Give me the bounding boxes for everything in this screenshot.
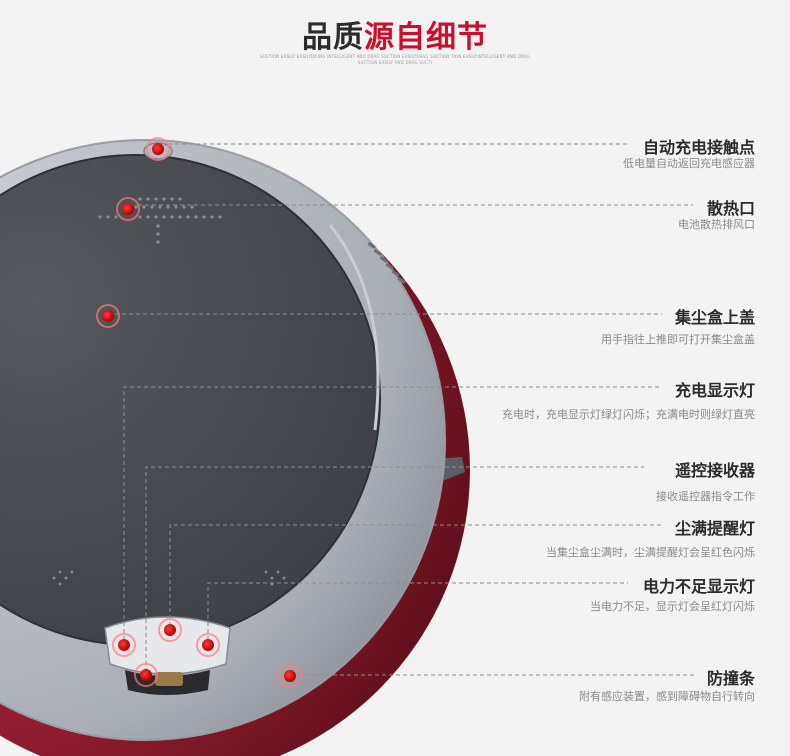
indicator-dot-bumper [278,664,302,688]
feature-desc-charge-light: 充电时，充电显示灯绿灯闪烁；充满电时则绿灯直亮 [502,408,755,421]
leader-lines [115,143,697,676]
feature-label-vent: 散热口 [706,199,755,218]
feature-desc-bumper: 附有感应装置，感到障碍物自行转向 [579,690,755,703]
feature-desc-dustbin-lid: 用手指往上推即可打开集尘盒盖 [601,333,755,346]
feature-desc-dust-full: 当集尘盒尘满时，尘满提醒灯会呈红色闪烁 [546,546,755,559]
side-vent [367,241,406,284]
feature-label-dust-full: 尘满提醒灯 [674,519,755,538]
feature-desc-charge-contact: 低电量自动返回充电感应器 [623,157,755,170]
indicator-dot-lid [96,304,120,328]
page-title: 品质源自细节 [0,12,790,56]
indicator-dot-dust-full [158,618,182,642]
feature-desc-low-power: 当电力不足，显示灯会呈红灯闪烁 [590,600,755,613]
page-title-part1: 品质 [302,20,364,55]
indicator-dot-low-power [196,633,220,657]
feature-label-low-power: 电力不足显示灯 [642,577,755,596]
lid-edge [328,224,380,431]
indicator-dot-remote-receiver [134,663,158,687]
feature-label-charge-light: 充电显示灯 [674,381,755,400]
feature-label-dustbin-lid: 集尘盒上盖 [674,308,755,327]
feature-desc-remote-receiver: 接收遥控器指令工作 [656,490,755,503]
indicator-dot-charge-light [112,633,136,657]
page-subtitle: SUCTION EASILY EASILYDOING INTELLIGENT A… [260,54,530,65]
vent-dots [52,197,286,586]
page-title-part2: 源自细节 [364,20,488,55]
feature-label-charge-contact: 自动充电接触点 [642,138,755,157]
feature-label-bumper: 防撞条 [706,669,755,688]
feature-label-remote-receiver: 遥控接收器 [674,461,755,480]
indicator-dot-vent [116,197,140,221]
indicator-dot-charge-contact [146,137,170,161]
feature-desc-vent: 电池散热排风口 [678,218,755,231]
